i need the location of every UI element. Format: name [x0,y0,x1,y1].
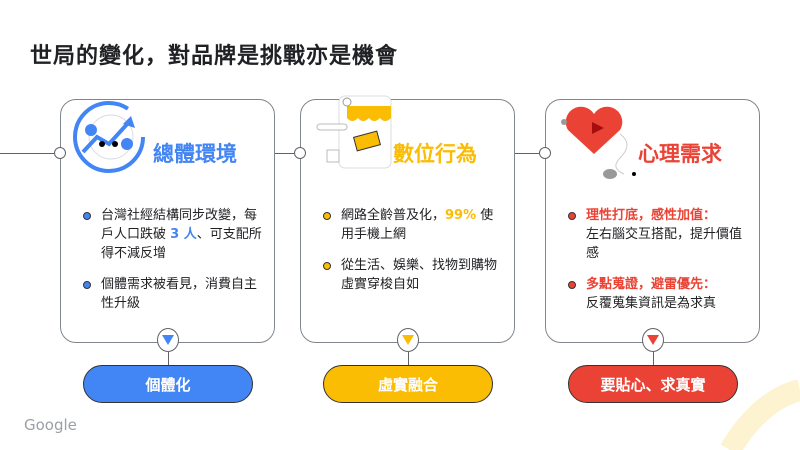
connector-node [539,147,551,159]
highlight-text: 99% [445,208,477,223]
card-heading: 總體環境 [153,142,237,166]
connector-line [0,153,60,154]
highlight-text: 3 人 [170,227,197,242]
outcome-pill: 個體化 [83,365,253,403]
connector-line [275,153,300,154]
shop-card-icon [309,92,399,186]
bullet-item: 網路全齡普及化，99% 使用手機上網 [323,206,506,244]
bullet-list: 理性打底，感性加值： 左右腦交互搭配，提升價值感多點蒐證，避雷優先： 反覆蒐集資訊是… [568,206,751,325]
triangle-down-icon [162,335,174,345]
card-2: 心理需求 理性打底，感性加值： 左右腦交互搭配，提升價值感多點蒐證，避雷優先： 反覆… [545,99,760,343]
bullet-text: 使用手機上網 [341,208,494,242]
highlight-text: 多點蒐證，避雷優先： [586,277,717,292]
bullet-text: 、可支配所得不減反增 [101,227,262,261]
card-heading: 數位行為 [393,142,477,166]
bullet-item: 多點蒐證，避雷優先： 反覆蒐集資訊是為求真 [568,275,751,313]
down-arrow-node [642,328,664,352]
triangle-down-icon [402,335,414,345]
page-title: 世局的變化，對品牌是挑戰亦是機會 [30,44,399,69]
bullet-text: 反覆蒐集資訊是為求真 [586,296,717,311]
bullet-item: 理性打底，感性加值： 左右腦交互搭配，提升價值感 [568,206,751,263]
connector-node [54,147,66,159]
bullet-item: 從生活、娛樂、找物到購物虛實穿梭自如 [323,256,506,294]
connector-line [408,352,409,366]
down-arrow-node [157,328,179,352]
bullet-text: 網路全齡普及化， [341,208,446,223]
connector-line [653,352,654,366]
decorative-arc [720,380,800,450]
card-1: 數位行為 網路全齡普及化，99% 使用手機上網從生活、娛樂、找物到購物虛實穿梭自… [300,95,515,343]
bullet-text: 台灣社經結構同步改變，每戶人口跌破 [101,208,258,242]
bullet-item: 個體需求被看見，消費自主性升級 [83,275,266,313]
heart-icon [554,92,644,186]
google-logo: Google [24,416,77,434]
bullet-text: 從生活、娛樂、找物到購物虛實穿梭自如 [341,258,498,292]
outcome-pill: 虛實融合 [323,365,493,403]
globe-growth-icon [69,92,159,186]
card-heading: 心理需求 [638,142,722,166]
bullet-text: 個體需求被看見，消費自主性升級 [101,277,258,311]
bullet-list: 網路全齡普及化，99% 使用手機上網從生活、娛樂、找物到購物虛實穿梭自如 [323,206,506,306]
triangle-down-icon [647,335,659,345]
bullet-text: 左右腦交互搭配，提升價值感 [586,227,743,261]
connector-node [294,147,306,159]
highlight-text: 理性打底，感性加值： [586,208,717,223]
bullet-item: 台灣社經結構同步改變，每戶人口跌破 3 人、可支配所得不減反增 [83,206,266,263]
bullet-list: 台灣社經結構同步改變，每戶人口跌破 3 人、可支配所得不減反增個體需求被看見，消… [83,206,266,325]
card-0: 總體環境 台灣社經結構同步改變，每戶人口跌破 3 人、可支配所得不減反增個體需求… [60,99,275,343]
connector-line [515,153,545,154]
down-arrow-node [397,328,419,352]
connector-line [168,352,169,366]
outcome-pill: 要貼心、求真實 [568,365,738,403]
